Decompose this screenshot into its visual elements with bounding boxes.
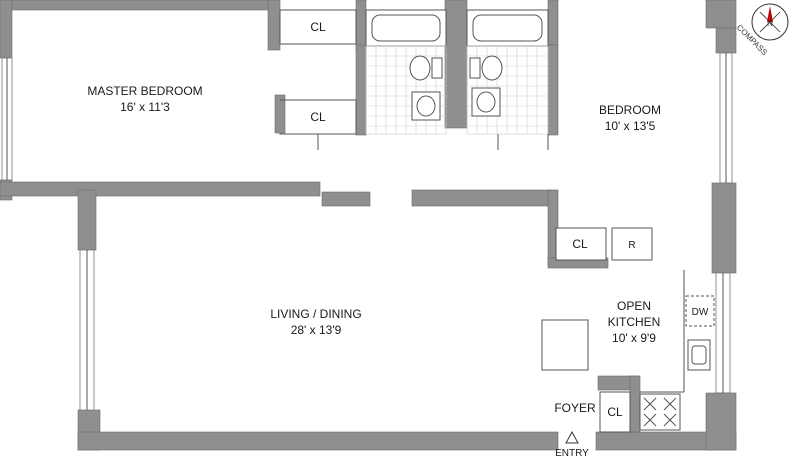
wall-master-living-b	[321, 191, 371, 207]
wall-bath-divider	[444, 0, 468, 129]
master-bedroom-name: MASTER BEDROOM	[87, 84, 202, 98]
wall-right-bottom	[705, 392, 737, 451]
wall-right-mid	[711, 182, 737, 274]
closet-kitchen-label: CL	[572, 237, 588, 251]
kitchen-fixtures	[541, 270, 715, 431]
kitchen-dims: 10' x 9'9	[612, 331, 656, 345]
wall-bath1-left	[355, 44, 367, 136]
wall-master-living	[0, 181, 321, 197]
toilet-1	[409, 55, 431, 81]
wall-foyer-right	[629, 375, 641, 433]
refrigerator-label: R	[628, 240, 635, 251]
living-dining-name: LIVING / DINING	[270, 307, 361, 321]
sink-1	[416, 95, 436, 117]
wall-bedroom-bottom	[411, 189, 553, 207]
closet-master	[274, 94, 357, 135]
toilet-2	[481, 55, 503, 81]
bedroom-name: BEDROOM	[599, 103, 661, 117]
master-bedroom-dims: 16' x 11'3	[120, 100, 170, 114]
walls	[0, 0, 737, 451]
entry-label: ENTRY	[555, 448, 589, 459]
dishwasher	[685, 295, 715, 327]
wall-left-upper	[0, 0, 13, 59]
closet-top	[279, 9, 357, 45]
bedroom-dims: 10' x 13'5	[605, 119, 656, 133]
wall-top-left	[0, 0, 279, 11]
closet-kitchen	[555, 227, 607, 261]
wall-closet-right	[355, 0, 367, 51]
kitchen-name-line2: KITCHEN	[608, 315, 661, 329]
closet-foyer-label: CL	[607, 405, 623, 419]
wall-right-top	[715, 27, 737, 54]
foyer-name: FOYER	[554, 401, 596, 415]
wall-top-right	[705, 0, 737, 29]
closet-foyer	[599, 391, 631, 433]
closet-master-label: CL	[310, 110, 326, 124]
living-dining-dims: 28' x 13'9	[291, 323, 342, 337]
kitchen-name-line1: OPEN	[617, 299, 651, 313]
wall-bath2-right	[547, 0, 559, 46]
sink-2	[476, 91, 496, 113]
closet-top-label: CL	[310, 20, 326, 34]
dishwasher-label: DW	[692, 307, 709, 318]
compass-icon: N COMPASS	[735, 3, 789, 57]
wall-closet-left	[267, 0, 281, 51]
refrigerator	[611, 227, 653, 261]
compass-north: N	[767, 19, 773, 28]
bathroom-1	[365, 9, 447, 135]
bathroom-2	[466, 9, 549, 135]
stove	[639, 393, 681, 431]
wall-living-left-notch	[77, 189, 97, 251]
entry-arrow-icon	[565, 430, 579, 444]
kitchen-island	[541, 319, 589, 371]
wall-bath2-right-lower	[547, 44, 559, 136]
wall-bottom	[77, 431, 559, 451]
